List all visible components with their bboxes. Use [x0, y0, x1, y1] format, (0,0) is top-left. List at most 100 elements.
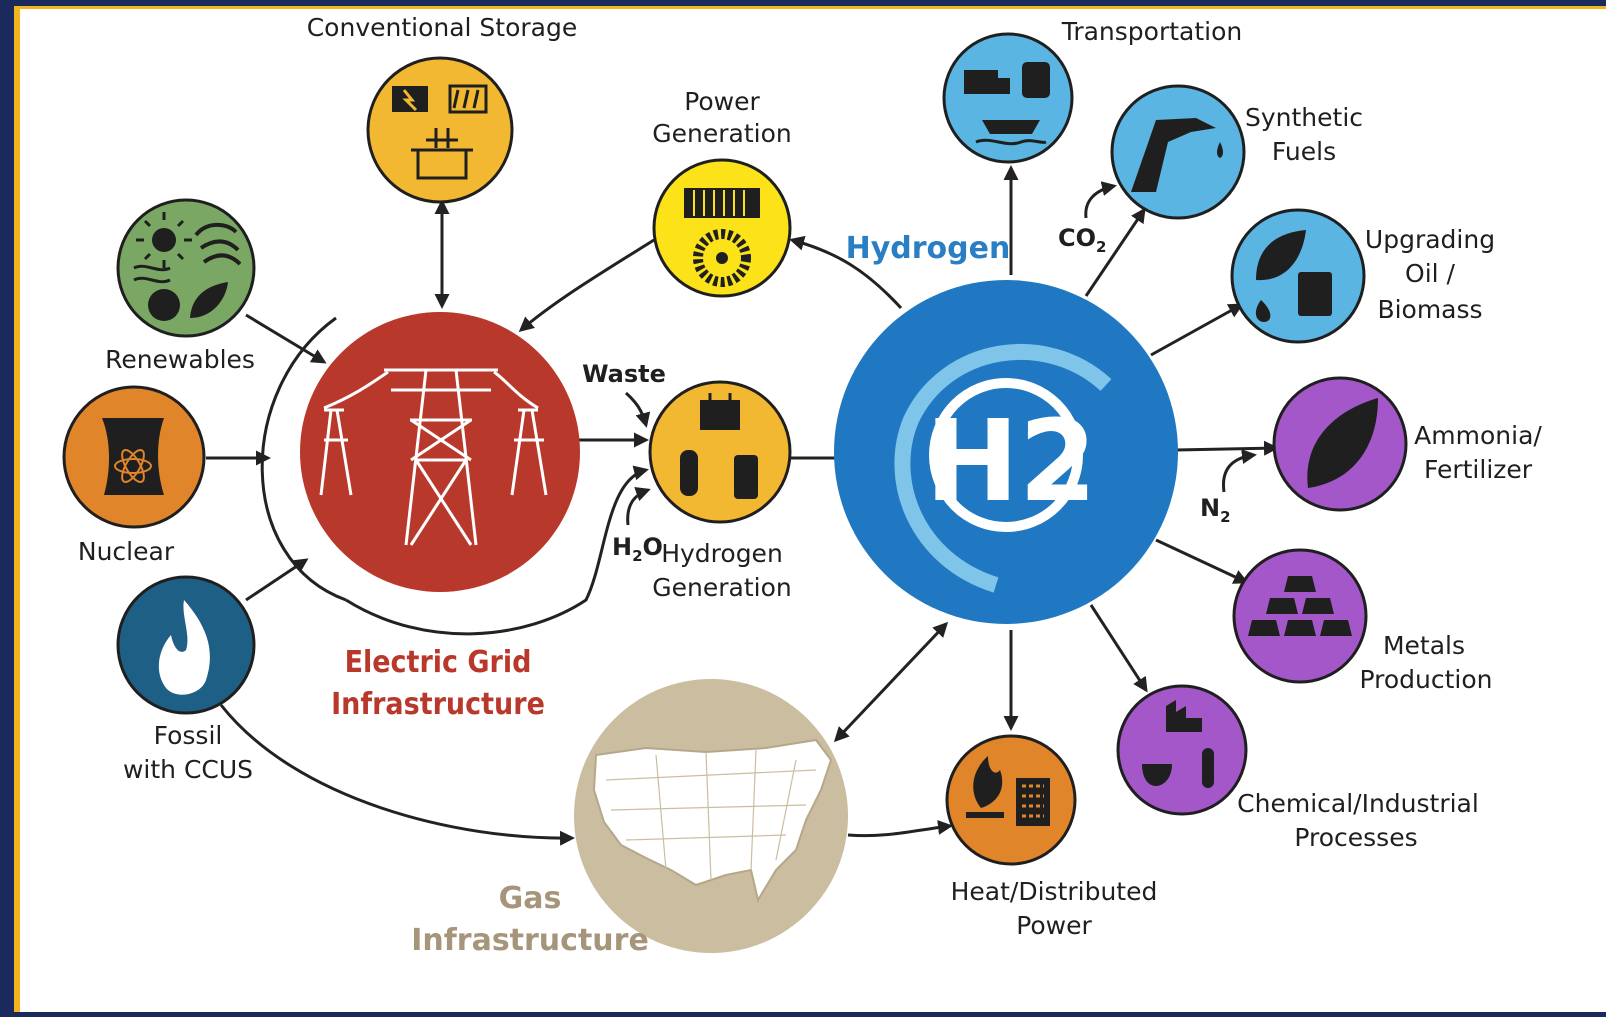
oil-barrel-icon [1298, 272, 1332, 316]
upgrading-label-1: Upgrading [1365, 225, 1495, 254]
nuclear-label: Nuclear [78, 537, 175, 566]
metal-ingots-icon [1248, 576, 1352, 636]
oil-drop-icon [1255, 300, 1271, 322]
grid-label-2: Infrastructure [331, 687, 545, 722]
train-icon [1022, 62, 1050, 98]
ship-icon [982, 120, 1040, 134]
us-map-icon [592, 738, 833, 903]
synthetic-label-1: Synthetic [1245, 103, 1363, 132]
heat-label-2: Power [1016, 911, 1092, 940]
power-label-1: Power [684, 87, 760, 116]
ammonia-label-1: Ammonia/ [1414, 421, 1542, 450]
heat-power-node: Heat/Distributed Power [945, 734, 1158, 940]
n2-input-arrow [1221, 449, 1257, 493]
ammonia-label-2: Fertilizer [1424, 455, 1533, 484]
geothermal-globe-icon [148, 289, 180, 321]
solar-panel-icon [684, 188, 760, 218]
hgen-label-2: Generation [652, 573, 791, 602]
h2-ring-icon [929, 378, 1083, 532]
test-tube-icon [1202, 748, 1214, 788]
electrolyzer-icon [700, 400, 740, 430]
water-label: H2O [612, 533, 663, 565]
leaf-icon [190, 282, 228, 318]
transportation-label: Transportation [1061, 17, 1243, 46]
h2-to-chemical-arrow [1089, 604, 1148, 693]
upgrading-label-3: Biomass [1377, 295, 1482, 324]
synthetic-fuels-node: Synthetic Fuels CO2 [1058, 84, 1363, 256]
h2-to-ammonia-arrow [1175, 440, 1279, 456]
flame-icon [158, 600, 210, 695]
h2-symbol: H2 [925, 397, 1097, 527]
turbine-icon [693, 229, 751, 287]
gas-h2-arrow [833, 621, 949, 743]
wind-icon [194, 222, 242, 266]
chemical-label-2: Processes [1294, 823, 1417, 852]
storage-label: Conventional Storage [307, 13, 578, 42]
ammonia-node: Ammonia/ Fertilizer N2 [1200, 376, 1542, 526]
fuel-drop-icon [1217, 142, 1223, 158]
co2-label: CO2 [1058, 224, 1106, 256]
water-input-arrow [626, 486, 651, 526]
h2-to-power-arrow [789, 235, 903, 310]
grid-label-1: Electric Grid [345, 645, 532, 680]
hydrogen-label: Hydrogen [846, 231, 1011, 266]
conventional-storage-node: Conventional Storage [307, 13, 578, 204]
upgrading-label-2: Oil / [1405, 259, 1456, 288]
capacitor-icon [448, 84, 488, 114]
hydrogen-node: H2 Hydrogen [834, 231, 1178, 624]
transmission-tower-icon [319, 368, 548, 546]
grid-to-hgen-lower [345, 465, 649, 636]
hydrogen-generation-node: Hydrogen Generation Waste H2O [582, 360, 792, 602]
biomass-leaf-icon [1256, 230, 1306, 281]
renewables-label: Renewables [105, 345, 255, 374]
grid-bypass-arc [260, 316, 347, 602]
renewables-node: Renewables [105, 198, 256, 374]
renewables-arrow [245, 313, 327, 364]
heat-label-1: Heat/Distributed [951, 877, 1158, 906]
metals-label-1: Metals [1383, 631, 1465, 660]
gas-label-1: Gas [499, 881, 562, 916]
plant-leaf-icon [1307, 398, 1378, 488]
mortar-icon [1142, 764, 1172, 786]
transportation-node: Transportation [942, 17, 1243, 164]
power-generation-node: Power Generation [652, 87, 792, 298]
heat-flame-icon [973, 756, 1003, 808]
fossil-label-1: Fossil [154, 721, 223, 750]
gas-to-heat-arrow [847, 819, 953, 838]
fossil-node: Fossil with CCUS [116, 575, 256, 784]
cooling-tower-icon [102, 418, 164, 495]
wave-icon [133, 264, 171, 284]
power-to-grid-arrow [518, 238, 655, 332]
sun-icon [152, 228, 176, 252]
h2-to-metals-arrow [1155, 538, 1249, 584]
h2-to-upgrading-arrow [1150, 303, 1244, 357]
gas-label-2: Infrastructure [411, 923, 649, 958]
thermal-storage-icon [411, 148, 473, 180]
h2-to-synfuel-arrow [1084, 207, 1146, 297]
factory-icon [1166, 700, 1202, 732]
metals-label-2: Production [1359, 665, 1492, 694]
gas-cylinder-icon [680, 450, 698, 496]
power-label-2: Generation [652, 119, 791, 148]
upgrading-node: Upgrading Oil / Biomass [1230, 208, 1495, 344]
fuel-nozzle-icon [1131, 118, 1216, 192]
waste-input-arrow [624, 391, 651, 428]
connectors [206, 165, 1279, 846]
hydrogen-ecosystem-diagram: Electric Grid Infrastructure H2 Hydrogen… [62, 13, 1542, 958]
chemical-node: Chemical/Industrial Processes [1116, 684, 1479, 852]
electric-grid-node: Electric Grid Infrastructure [300, 312, 580, 722]
waste-label: Waste [582, 360, 666, 388]
fossil-to-gas-arrow [219, 704, 575, 846]
chemical-label-1: Chemical/Industrial [1237, 789, 1479, 818]
hgen-label-1: Hydrogen [661, 539, 783, 568]
h2-swirl-icon [894, 343, 1112, 593]
co2-input-arrow [1084, 181, 1117, 219]
truck-icon [964, 70, 998, 94]
gas-infrastructure-node: Gas Infrastructure [411, 679, 848, 958]
fossil-label-2: with CCUS [123, 755, 253, 784]
synthetic-label-2: Fuels [1272, 137, 1336, 166]
metals-node: Metals Production [1232, 548, 1493, 694]
diagram-panel: Electric Grid Infrastructure H2 Hydrogen… [14, 6, 1606, 1012]
n2-label: N2 [1200, 494, 1231, 526]
